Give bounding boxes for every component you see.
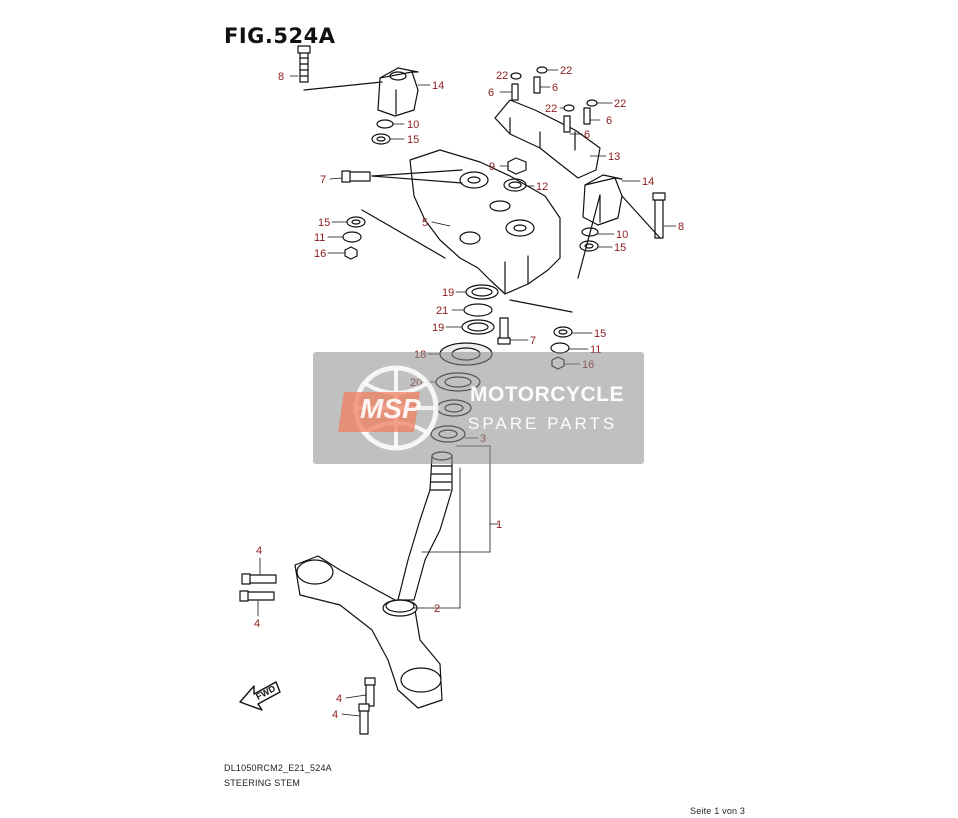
steering-stem-1[interactable] — [294, 451, 453, 709]
model-code: DL1050RCM2_E21_524A — [224, 763, 332, 773]
callout-11[interactable]: 11 — [314, 232, 325, 244]
handlebar-upper-clamp[interactable] — [494, 99, 601, 179]
fwd-arrow-icon: FWD — [239, 681, 281, 711]
callout-4[interactable]: 4 — [254, 618, 260, 630]
washer-12[interactable] — [503, 178, 527, 192]
bolt-7-upper[interactable] — [341, 170, 371, 183]
watermark-logo-icon — [338, 365, 439, 451]
washer-21[interactable] — [463, 303, 493, 317]
callout-10[interactable]: 10 — [407, 119, 419, 131]
callout-16[interactable]: 16 — [314, 248, 326, 260]
callout-15[interactable]: 15 — [407, 134, 419, 146]
upper-bracket-5[interactable] — [409, 149, 561, 295]
washer-15-lower-right[interactable] — [553, 326, 573, 338]
callout-15[interactable]: 15 — [318, 217, 330, 229]
watermark-tagline: SPARE PARTS — [468, 414, 618, 433]
callout-21[interactable]: 21 — [436, 305, 448, 317]
callout-4[interactable]: 4 — [336, 693, 342, 705]
callout-8[interactable]: 8 — [678, 221, 684, 233]
callout-19[interactable]: 19 — [432, 322, 444, 334]
washer-15-right[interactable] — [579, 240, 599, 252]
nut-19-upper[interactable] — [465, 284, 499, 300]
bolt-8-right[interactable] — [652, 192, 666, 239]
callout-4[interactable]: 4 — [256, 545, 262, 557]
washer-15-lower-left[interactable] — [346, 216, 366, 228]
handlebar-holder-right[interactable] — [582, 174, 623, 226]
callout-8[interactable]: 8 — [278, 71, 284, 83]
callout-5[interactable]: 5 — [422, 217, 428, 229]
callout-9[interactable]: 9 — [489, 161, 495, 173]
callout-14[interactable]: 14 — [432, 80, 444, 92]
nut-19-lower[interactable] — [461, 319, 495, 335]
callout-6[interactable]: 6 — [584, 129, 590, 141]
callout-11[interactable]: 11 — [590, 344, 601, 356]
watermark-logo-text: MSP — [360, 393, 421, 424]
nut-16-left[interactable] — [344, 246, 358, 260]
figure-title: FIG.524A — [224, 24, 336, 48]
callout-13[interactable]: 13 — [608, 151, 620, 163]
callout-15[interactable]: 15 — [614, 242, 626, 254]
callout-7[interactable]: 7 — [320, 174, 326, 186]
callout-4[interactable]: 4 — [332, 709, 338, 721]
callout-14[interactable]: 14 — [642, 176, 654, 188]
callout-10[interactable]: 10 — [616, 229, 628, 241]
callout-6[interactable]: 6 — [488, 87, 494, 99]
callout-1[interactable]: 1 — [496, 519, 502, 531]
callout-22[interactable]: 22 — [614, 98, 626, 110]
callout-6[interactable]: 6 — [552, 82, 558, 94]
bolt-8-left[interactable] — [297, 45, 311, 83]
callout-12[interactable]: 12 — [536, 181, 548, 193]
bolt-7-lower[interactable] — [497, 317, 511, 345]
callout-19[interactable]: 19 — [442, 287, 454, 299]
bolt-4-d[interactable] — [358, 703, 370, 735]
nut-9[interactable] — [507, 157, 527, 175]
callout-2[interactable]: 2 — [434, 603, 440, 615]
handlebar-holder-left[interactable] — [377, 67, 419, 117]
washer-10-right[interactable] — [581, 227, 599, 237]
washer-11-left[interactable] — [342, 231, 362, 243]
seal-2[interactable] — [385, 599, 415, 613]
callout-22[interactable]: 22 — [560, 65, 572, 77]
bolt-4-a[interactable] — [241, 573, 277, 585]
callout-15[interactable]: 15 — [594, 328, 606, 340]
washer-15-left[interactable] — [371, 133, 391, 145]
bolt-4-b[interactable] — [239, 590, 275, 602]
washer-10-left[interactable] — [376, 119, 394, 129]
callout-22[interactable]: 22 — [545, 103, 557, 115]
callout-7[interactable]: 7 — [530, 335, 536, 347]
callout-22[interactable]: 22 — [496, 70, 508, 82]
callout-6[interactable]: 6 — [606, 115, 612, 127]
bolts-6[interactable] — [511, 76, 591, 133]
watermark-brand: MOTORCYCLE — [470, 383, 624, 406]
bolt-4-c[interactable] — [364, 677, 376, 707]
page-indicator: Seite 1 von 3 — [690, 806, 746, 816]
figure-subtitle: STEERING STEM — [224, 778, 301, 788]
